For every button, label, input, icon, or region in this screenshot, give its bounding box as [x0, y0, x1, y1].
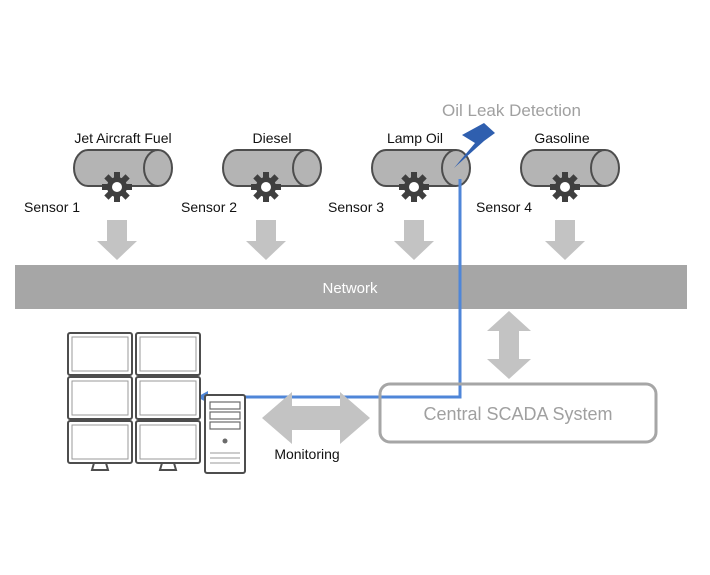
tank-4: Gasoline Sensor 4: [476, 130, 620, 260]
sensor-2-label: Sensor 2: [181, 199, 237, 215]
monitor-icon: [67, 376, 133, 420]
sensor-4-label: Sensor 4: [476, 199, 532, 215]
tank-4-end-cap: [590, 149, 606, 187]
monitor-stand-left: [90, 462, 110, 471]
monitoring-label: Monitoring: [274, 446, 339, 462]
double-arrow-horizontal-icon: [262, 392, 370, 444]
down-arrow-icon: [394, 220, 434, 260]
tank-3-end-cap: [441, 149, 457, 187]
sensor-3-label: Sensor 3: [328, 199, 384, 215]
gear-icon: [550, 172, 580, 202]
monitor-icon: [135, 376, 201, 420]
monitor-icon: [135, 420, 201, 464]
network-label: Network: [322, 280, 378, 297]
gear-icon: [251, 172, 281, 202]
gear-icon: [102, 172, 132, 202]
tank-1-end-cap: [143, 149, 159, 187]
down-arrow-icon: [246, 220, 286, 260]
monitor-icon: [135, 332, 201, 376]
monitor-icon: [67, 332, 133, 376]
down-arrow-icon: [97, 220, 137, 260]
oil-leak-detection-label: Oil Leak Detection: [442, 101, 581, 120]
tank-2-label: Diesel: [253, 130, 292, 146]
scada-box: [378, 382, 658, 444]
tank-2: Diesel Sensor 2: [181, 130, 322, 260]
tank-2-end-cap: [292, 149, 308, 187]
tank-3-label: Lamp Oil: [387, 130, 443, 146]
tank-3: Lamp Oil Sensor 3: [328, 130, 471, 260]
monitor-stand-right: [158, 462, 178, 471]
computer-tower-icon: [204, 394, 246, 474]
down-arrow-icon: [545, 220, 585, 260]
tank-1-label: Jet Aircraft Fuel: [74, 130, 171, 146]
tank-4-label: Gasoline: [534, 130, 589, 146]
monitor-wall: [67, 332, 201, 471]
lightning-icon: [454, 123, 495, 168]
sensor-1-label: Sensor 1: [24, 199, 80, 215]
tank-1: Jet Aircraft Fuel Sensor 1: [24, 130, 173, 260]
scada-label: Central SCADA System: [423, 404, 612, 424]
gear-icon: [399, 172, 429, 202]
double-arrow-vertical-icon: [487, 311, 531, 379]
monitor-icon: [67, 420, 133, 464]
network-bar: [15, 265, 687, 309]
